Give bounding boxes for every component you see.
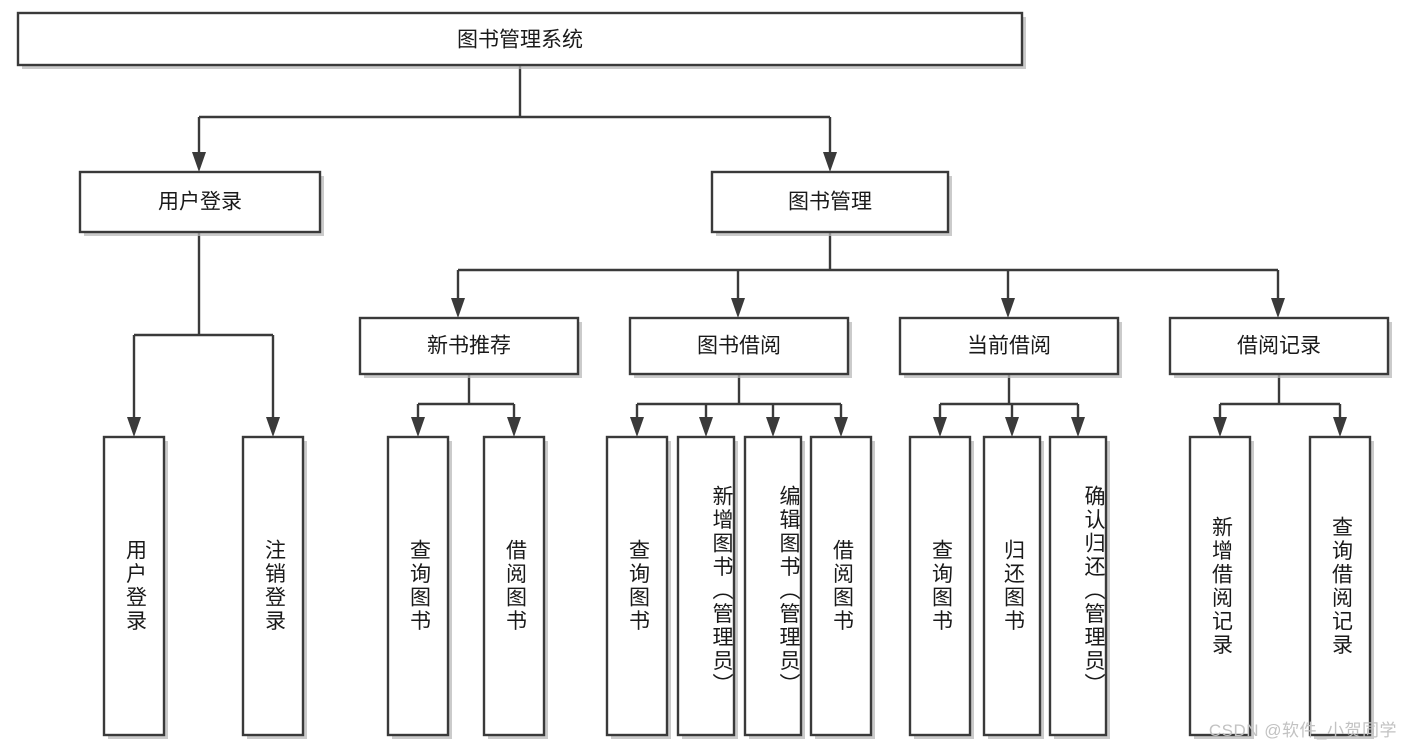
leaf-edit-book-admin-rect[interactable] — [743, 435, 803, 737]
leaf-add-book-admin-rect[interactable] — [676, 435, 736, 737]
arrow-to-leaf-query-book-borrow — [630, 417, 644, 437]
arrow-to-leaf-query-book-rec — [411, 417, 425, 437]
arrow-to-new-book-recommend — [451, 298, 465, 318]
leaf-query-book-rec-rect[interactable] — [386, 435, 450, 737]
arrow-to-leaf-borrow-book — [834, 417, 848, 437]
arrow-to-leaf-user-login — [127, 417, 141, 437]
leaf-return-book-rect[interactable] — [982, 435, 1042, 737]
leaf-user-login-rect[interactable] — [102, 435, 166, 737]
node-current-borrow-label: 当前借阅 — [967, 335, 1051, 358]
node-borrow-record[interactable]: 借阅记录 — [1168, 316, 1392, 378]
node-current-borrow-rect[interactable] — [898, 316, 1120, 376]
arrow-to-leaf-confirm-return-admin — [1071, 417, 1085, 437]
arrow-to-leaf-add-book-admin — [699, 417, 713, 437]
arrow-to-book-borrow — [731, 298, 745, 318]
node-root-label: 图书管理系统 — [457, 29, 583, 52]
arrow-to-current-borrow — [1001, 298, 1015, 318]
arrow-to-leaf-query-borrow-record — [1333, 417, 1347, 437]
node-user-login-rect[interactable] — [78, 170, 322, 234]
arrow-to-leaf-logout — [266, 417, 280, 437]
node-new-book-recommend[interactable]: 新书推荐 — [358, 316, 582, 378]
node-book-manage-rect[interactable] — [710, 170, 950, 234]
arrow-to-user-login — [192, 152, 206, 172]
arrow-to-leaf-return-book — [1005, 417, 1019, 437]
leaf-logout-rect[interactable] — [241, 435, 305, 737]
node-user-login-label: 用户登录 — [158, 191, 242, 214]
node-new-book-recommend-rect[interactable] — [358, 316, 580, 376]
leaf-node-layer — [102, 435, 1374, 739]
arrow-to-borrow-record — [1271, 298, 1285, 318]
leaf-confirm-return-admin-rect[interactable] — [1048, 435, 1108, 737]
node-root[interactable]: 图书管理系统 — [16, 11, 1026, 69]
node-root-rect[interactable] — [16, 11, 1024, 67]
leaf-borrow-book-rect[interactable] — [809, 435, 873, 737]
leaf-borrow-book-rec-rect[interactable] — [482, 435, 546, 737]
csdn-watermark: CSDN @软件_小贺同学 — [1208, 721, 1397, 740]
arrow-to-leaf-add-borrow-record — [1213, 417, 1227, 437]
node-user-login[interactable]: 用户登录 — [78, 170, 324, 236]
node-current-borrow[interactable]: 当前借阅 — [898, 316, 1122, 378]
leaf-add-borrow-record-rect[interactable] — [1188, 435, 1252, 737]
node-book-borrow-rect[interactable] — [628, 316, 850, 376]
node-book-borrow-label: 图书借阅 — [697, 335, 781, 358]
arrow-to-leaf-borrow-book-rec — [507, 417, 521, 437]
leaf-query-borrow-record-rect[interactable] — [1308, 435, 1372, 737]
node-book-manage-label: 图书管理 — [788, 191, 872, 214]
arrow-to-leaf-edit-book-admin — [766, 417, 780, 437]
node-new-book-recommend-label: 新书推荐 — [427, 335, 511, 358]
arrow-to-leaf-query-book-cur — [933, 417, 947, 437]
leaf-query-book-borrow-rect[interactable] — [605, 435, 669, 737]
node-borrow-record-label: 借阅记录 — [1237, 335, 1321, 358]
node-book-manage[interactable]: 图书管理 — [710, 170, 952, 236]
connector-layer — [127, 65, 1347, 437]
arrow-to-book-manage — [823, 152, 837, 172]
node-borrow-record-rect[interactable] — [1168, 316, 1390, 376]
leaf-query-book-cur-rect[interactable] — [908, 435, 972, 737]
node-book-borrow[interactable]: 图书借阅 — [628, 316, 852, 378]
